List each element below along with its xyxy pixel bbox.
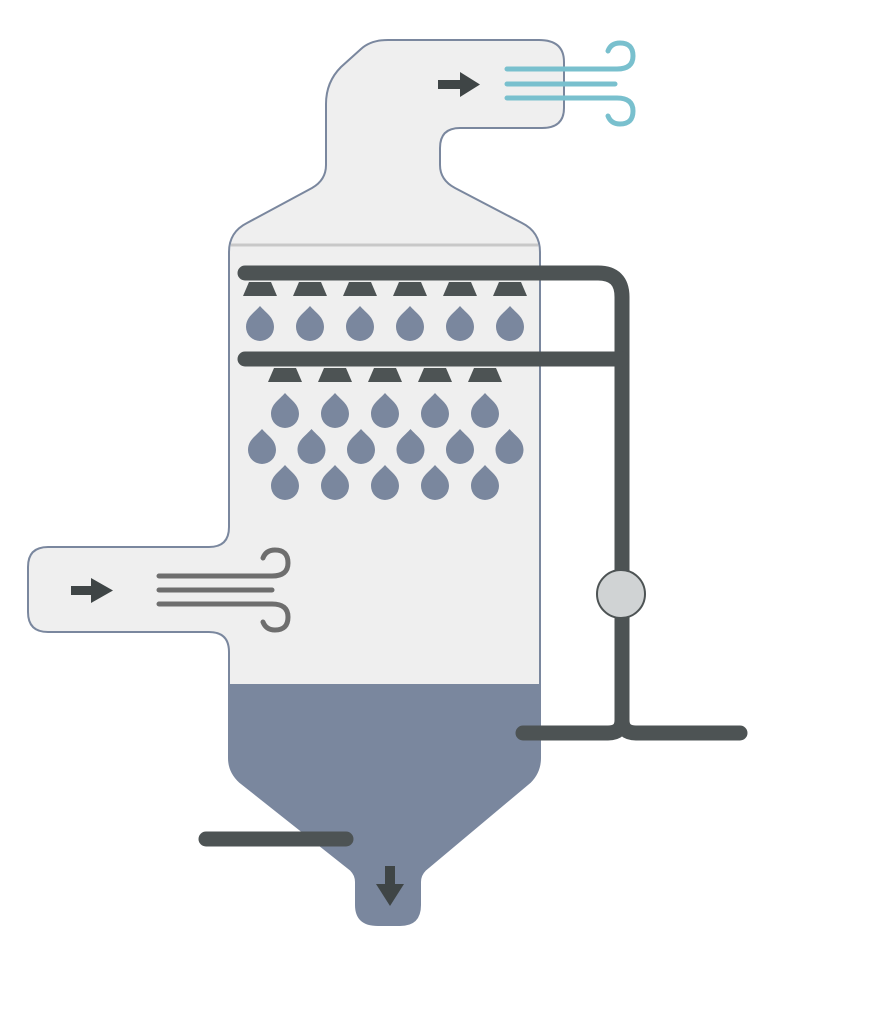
water-drop-icon [495, 429, 524, 465]
spray-nozzles [243, 282, 527, 382]
water-drop-icon [347, 429, 375, 464]
water-drop-icon [271, 465, 299, 500]
spray-nozzle-icon [343, 282, 377, 296]
makeup-water-pipe [614, 712, 748, 741]
water-drop-icon [321, 465, 349, 500]
water-drop-icon [296, 306, 324, 341]
water-drop-icon [271, 393, 299, 428]
dirty-air-wind-icon [156, 547, 291, 633]
water-drop-icon [248, 429, 276, 464]
water-drop-icon [471, 465, 499, 500]
water-drop-icon [346, 306, 374, 341]
spray-nozzle-icon [368, 368, 402, 382]
water-drop-icon [371, 465, 399, 500]
water-drop-icon [471, 393, 499, 428]
spray-nozzle-icon [318, 368, 352, 382]
spray-nozzle-icon [268, 368, 302, 382]
water-drop-icon [446, 306, 474, 341]
liquid-reservoir [229, 684, 540, 925]
spray-nozzle-icon [468, 368, 502, 382]
spray-nozzle-icon [243, 282, 277, 296]
spray-nozzle-icon [393, 282, 427, 296]
spray-header-upper [237, 265, 630, 741]
inlet-arrow-icon [71, 578, 113, 603]
water-drop-icon [446, 429, 474, 464]
spray-nozzle-icon [418, 368, 452, 382]
water-drop-icon [321, 393, 349, 428]
water-drop-icon [371, 393, 399, 428]
water-drop-icon [396, 306, 424, 341]
outlet-arrow-icon [438, 72, 480, 97]
pump-icon [596, 569, 646, 619]
water-drop-icon [421, 393, 449, 428]
water-drop-icon [396, 429, 425, 465]
drain-arrow-icon [376, 866, 404, 906]
water-drop-icon [297, 429, 326, 465]
spray-nozzle-icon [443, 282, 477, 296]
water-drop-icon [246, 306, 274, 341]
spray-nozzle-icon [293, 282, 327, 296]
clean-air-wind-icon [504, 40, 636, 127]
water-drop-icon [421, 465, 449, 500]
spray-nozzle-icon [493, 282, 527, 296]
water-drop-icon [496, 306, 524, 341]
spray-droplets [246, 306, 524, 500]
